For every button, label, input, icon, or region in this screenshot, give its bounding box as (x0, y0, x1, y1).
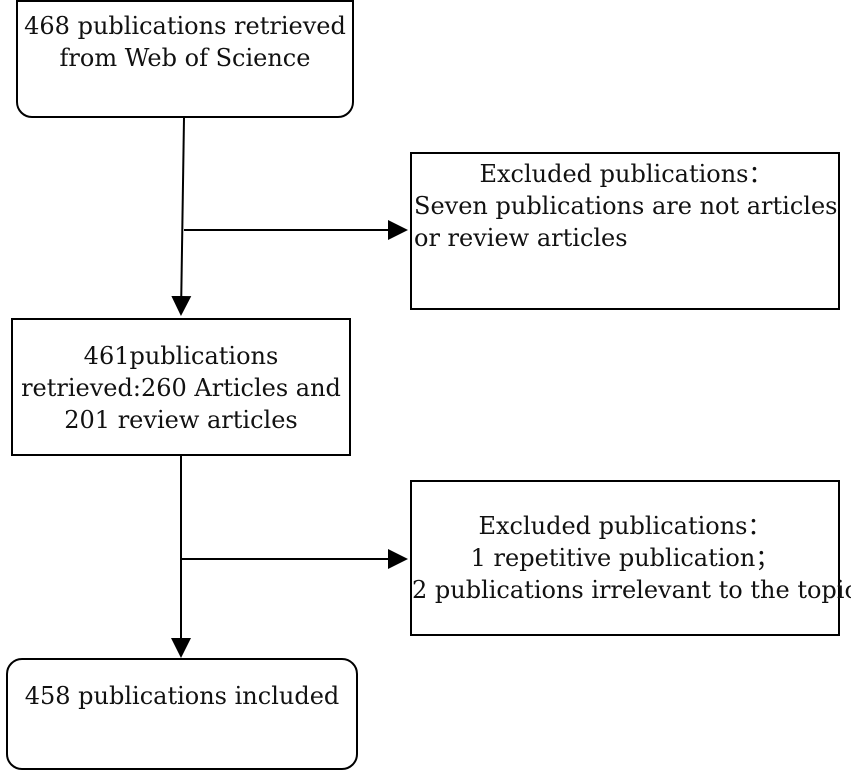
source-box-line-2: from Web of Science (59, 44, 311, 72)
excluded-box-1-line-2: Seven publications are not articles (414, 192, 838, 220)
excluded-box-2-line-3: 2 publications irrelevant to the topic (412, 576, 851, 604)
excluded-box-1-heading: Excluded publications： (479, 160, 773, 188)
included-box: 458 publications included (6, 658, 358, 770)
excluded-box-2-heading: Excluded publications： (478, 512, 772, 540)
excluded-box-1: Excluded publications： Seven publication… (410, 152, 840, 310)
retrieved-box-line-3: 201 review articles (64, 406, 298, 434)
arrow-source-to-retrieved (171, 117, 192, 316)
source-box-line-1: 468 publications retrieved (24, 12, 346, 40)
retrieved-box-line-1: 461publications (83, 342, 279, 370)
source-box: 468 publications retrieved from Web of S… (16, 0, 354, 118)
retrieved-box: 461publications retrieved:260 Articles a… (11, 318, 351, 456)
included-box-line-1: 458 publications included (24, 682, 340, 710)
retrieved-box-line-2: retrieved:260 Articles and (21, 374, 341, 402)
excluded-box-1-line-3: or review articles (414, 224, 628, 252)
excluded-box-2-line-2: 1 repetitive publication； (470, 544, 780, 572)
excluded-box-2: Excluded publications： 1 repetitive publ… (410, 480, 851, 636)
